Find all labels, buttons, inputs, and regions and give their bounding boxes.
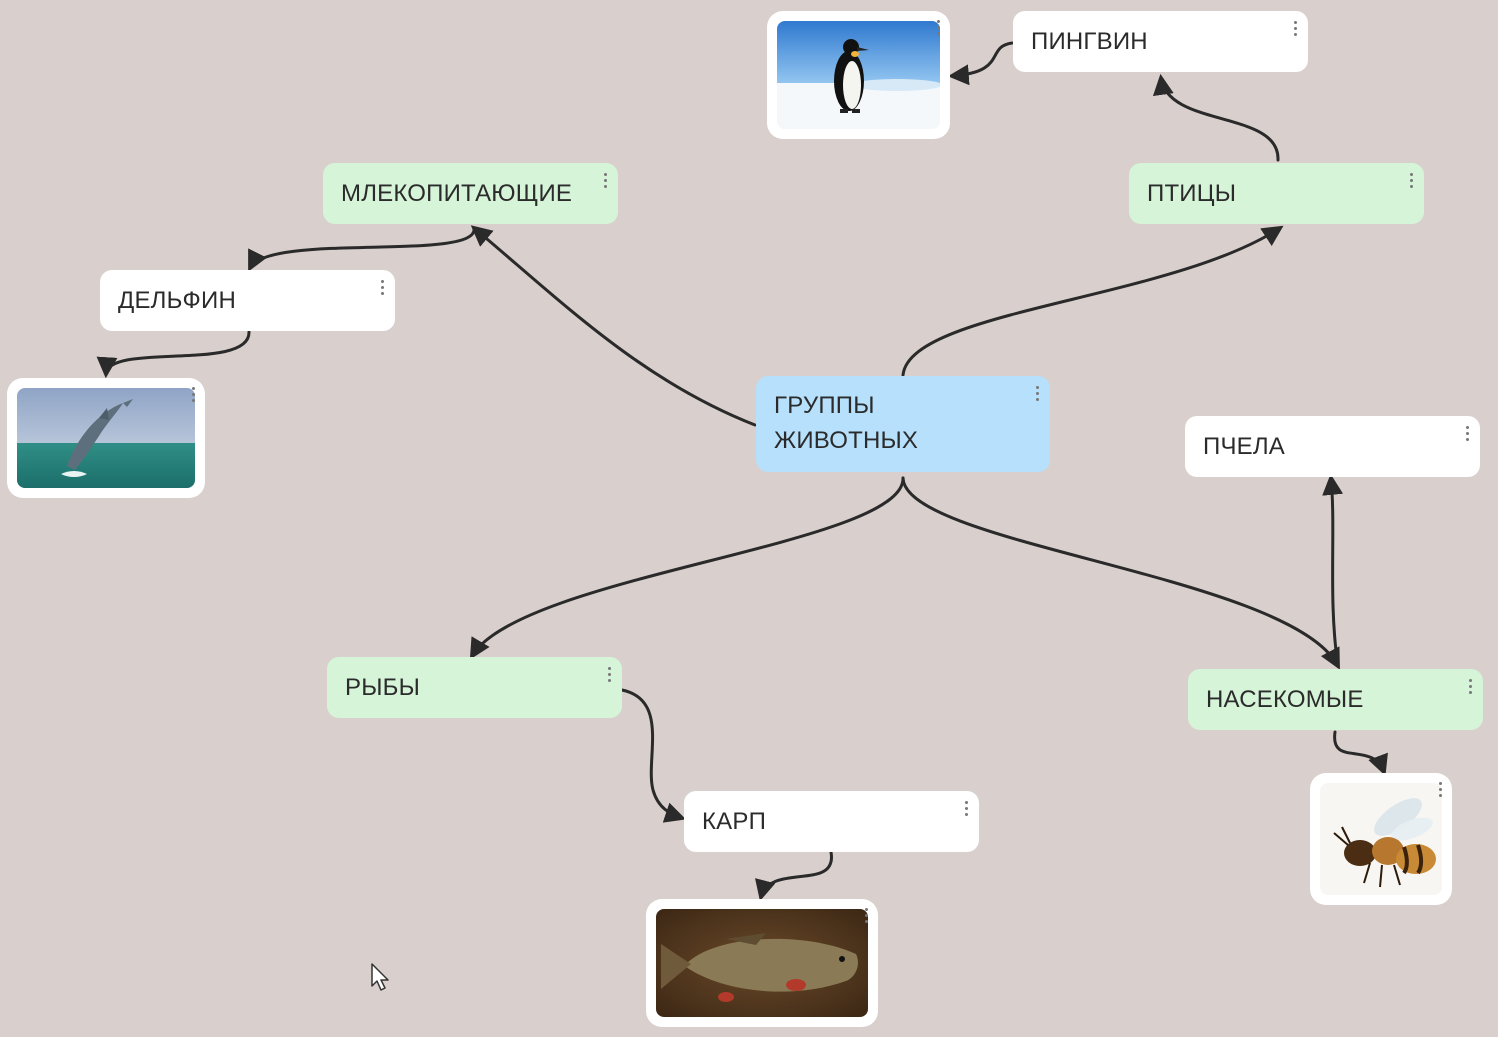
node-bee[interactable]: ПЧЕЛА — [1185, 416, 1480, 477]
carp-image-card[interactable] — [646, 899, 878, 1027]
more-icon[interactable] — [1408, 173, 1414, 188]
edge-root-to-insects — [901, 476, 1340, 670]
more-icon[interactable] — [379, 280, 385, 295]
edge-root-to-fish — [469, 476, 905, 660]
node-bee-label: ПЧЕЛА — [1203, 432, 1286, 460]
node-dolphin-label: ДЕЛЬФИН — [118, 286, 236, 314]
more-icon[interactable] — [935, 20, 941, 35]
more-icon[interactable] — [602, 173, 608, 188]
node-carp[interactable]: КАРП — [684, 791, 979, 852]
node-carp-label: КАРП — [702, 807, 767, 835]
more-icon[interactable] — [1467, 679, 1473, 694]
node-root[interactable]: ГРУППЫ ЖИВОТНЫХ — [756, 376, 1050, 472]
edge-root-to-birds — [901, 225, 1284, 377]
penguin-photo — [777, 21, 940, 129]
more-icon[interactable] — [1292, 21, 1298, 36]
edge-dolphin-to-photo — [96, 330, 251, 379]
edge-penguin-to-photo — [947, 41, 1014, 86]
edge-insects-to-photo — [1333, 730, 1388, 776]
dolphin-photo — [17, 388, 195, 488]
edge-fish-to-carp — [620, 688, 686, 823]
node-penguin-label: ПИНГВИН — [1031, 27, 1148, 55]
node-penguin[interactable]: ПИНГВИН — [1013, 11, 1308, 72]
more-icon[interactable] — [1034, 386, 1040, 401]
node-root-label: ГРУППЫ ЖИВОТНЫХ — [774, 392, 919, 454]
edge-insects-to-bee — [1322, 473, 1344, 668]
more-icon[interactable] — [963, 801, 969, 816]
dolphin-image-card[interactable] — [7, 378, 205, 498]
node-birds-label: ПТИЦЫ — [1147, 179, 1237, 207]
carp-photo — [656, 909, 868, 1017]
more-icon[interactable] — [606, 667, 612, 682]
mouse-pointer-icon — [371, 963, 389, 991]
node-dolphin[interactable]: ДЕЛЬФИН — [100, 270, 395, 331]
edge-carp-to-photo — [755, 850, 833, 902]
edge-root-to-mammals — [470, 225, 757, 427]
node-insects-label: НАСЕКОМЫЕ — [1206, 685, 1364, 713]
node-birds[interactable]: ПТИЦЫ — [1129, 163, 1424, 224]
more-icon[interactable] — [190, 387, 196, 402]
penguin-image-card[interactable] — [767, 11, 950, 139]
more-icon[interactable] — [1437, 782, 1443, 797]
node-mammals[interactable]: МЛЕКОПИТАЮЩИЕ — [323, 163, 618, 224]
bee-photo — [1320, 783, 1442, 895]
node-insects[interactable]: НАСЕКОМЫЕ — [1188, 669, 1483, 730]
node-fish[interactable]: РЫБЫ — [327, 657, 622, 718]
node-mammals-label: МЛЕКОПИТАЮЩИЕ — [341, 179, 573, 207]
edge-mammals-to-dolphin — [248, 226, 476, 272]
more-icon[interactable] — [1464, 426, 1470, 441]
bee-image-card[interactable] — [1310, 773, 1452, 905]
more-icon[interactable] — [863, 908, 869, 923]
edge-birds-to-penguin — [1152, 73, 1280, 162]
node-fish-label: РЫБЫ — [345, 673, 421, 701]
